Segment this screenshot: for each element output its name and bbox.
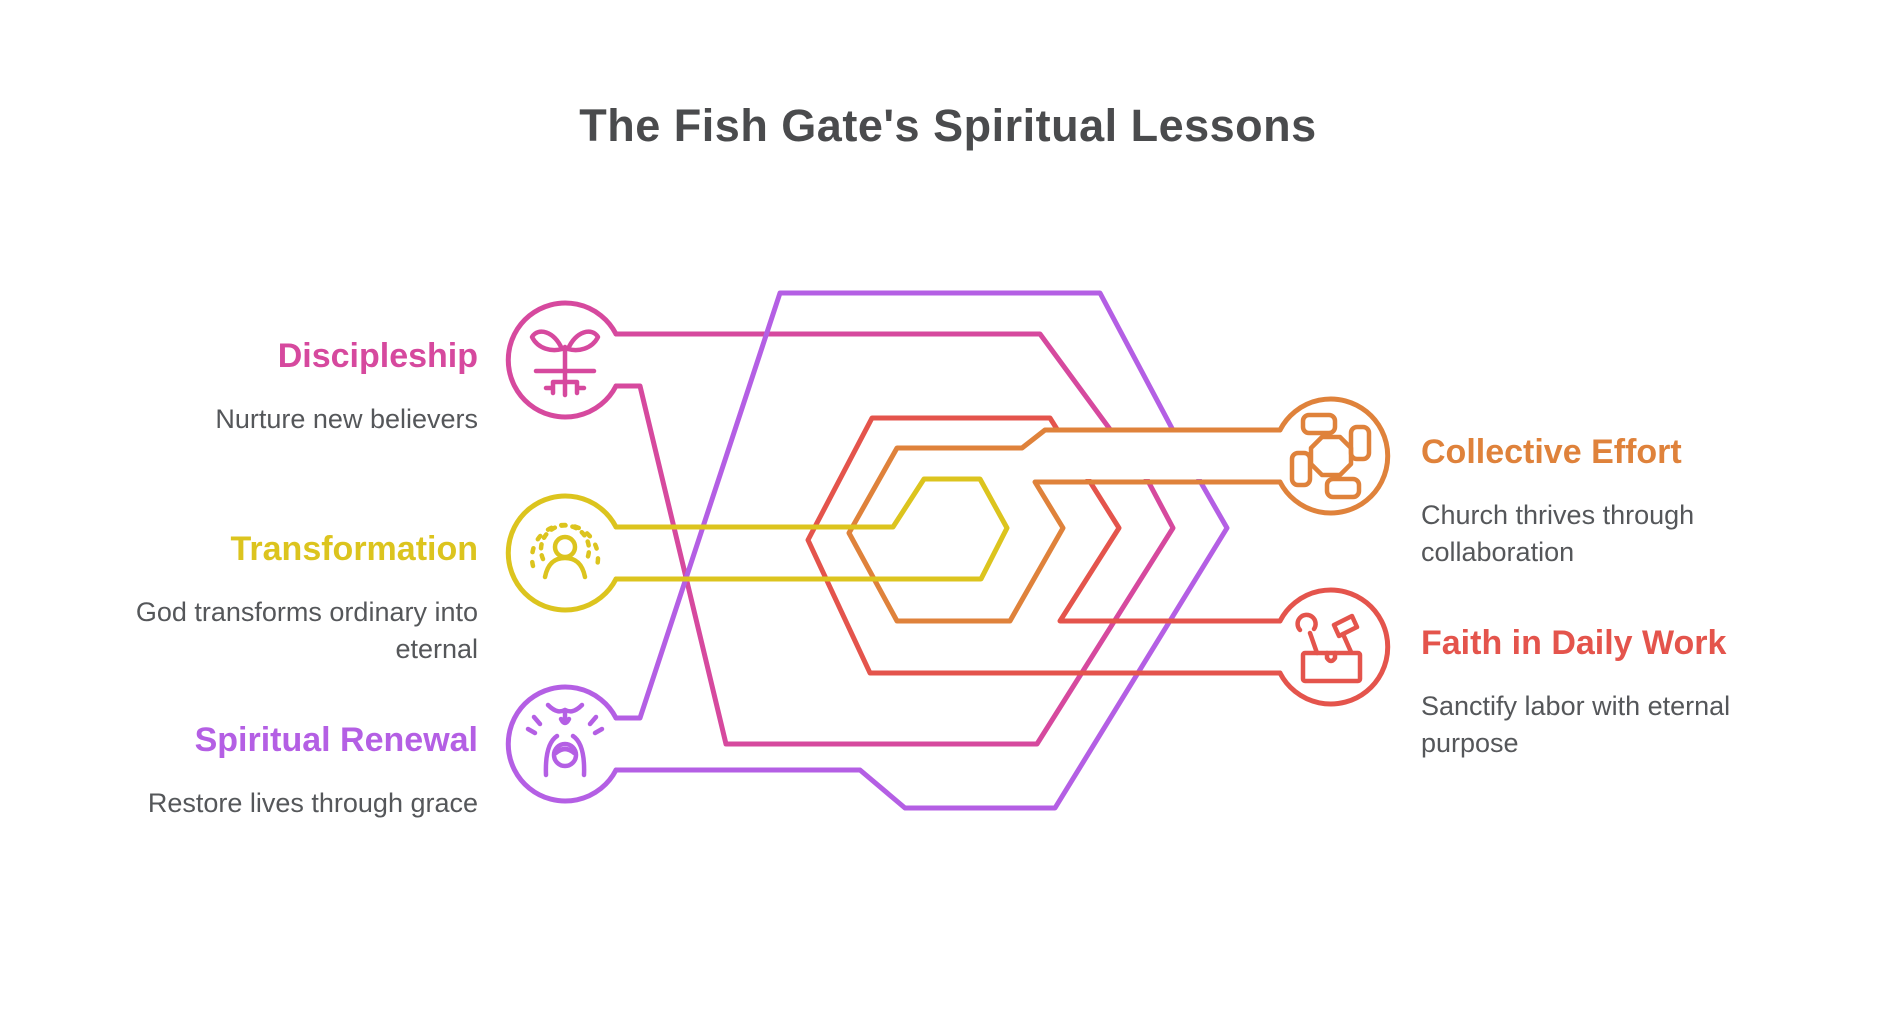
transformation-circle — [505, 493, 619, 613]
joined-hands-icon — [1289, 412, 1372, 500]
discipleship-line — [613, 331, 1176, 747]
toolbox-icon — [1295, 612, 1363, 684]
item-desc-spiritual-renewal: Restore lives through grace — [147, 788, 478, 819]
item-faith-in-daily-work: Faith in Daily Work Sanctify labor with … — [1421, 624, 1751, 761]
diagram-title: The Fish Gate's Spiritual Lessons — [579, 100, 1317, 151]
item-desc-discipleship: Nurture new believers — [215, 404, 478, 435]
faith-in-daily-work-line — [805, 415, 1283, 676]
item-label-spiritual-renewal: Spiritual Renewal — [194, 721, 478, 759]
item-spiritual-renewal: Spiritual Renewal Restore lives through … — [78, 721, 478, 822]
item-transformation: Transformation God transforms ordinary i… — [78, 530, 478, 667]
transformation-line — [613, 476, 1010, 582]
item-desc-collective-effort: Church thrives through collaboration — [1421, 500, 1695, 567]
item-desc-faith-in-daily-work: Sanctify labor with eternal purpose — [1421, 691, 1731, 758]
item-label-transformation: Transformation — [230, 530, 478, 568]
spiritual-renewal-line — [613, 290, 1230, 811]
band-mask — [1035, 432, 1287, 479]
spiritual-renewal-circle — [505, 684, 619, 804]
dove-over-person-icon — [525, 702, 605, 778]
faith-in-daily-work-circle — [1277, 587, 1391, 707]
seedling-roots-icon — [529, 329, 601, 398]
item-label-faith-in-daily-work: Faith in Daily Work — [1421, 624, 1727, 662]
item-label-collective-effort: Collective Effort — [1421, 433, 1682, 471]
radiant-person-icon — [529, 522, 601, 580]
collective-effort-circle — [1277, 396, 1391, 516]
item-discipleship: Discipleship Nurture new believers — [78, 337, 478, 438]
item-label-discipleship: Discipleship — [277, 337, 478, 375]
item-desc-transformation: God transforms ordinary into eternal — [135, 597, 478, 664]
item-collective-effort: Collective Effort Church thrives through… — [1421, 433, 1751, 570]
discipleship-circle — [505, 300, 619, 420]
